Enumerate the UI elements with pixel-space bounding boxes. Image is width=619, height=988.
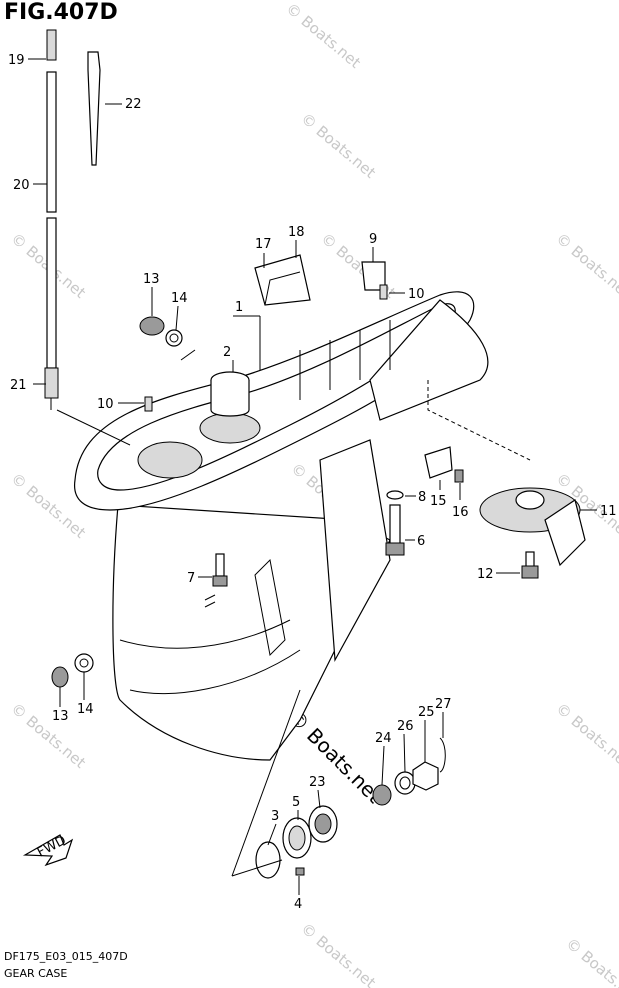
plug-13-lower: [51, 653, 94, 688]
leader-lines: [28, 58, 597, 895]
gear-case: [74, 291, 531, 761]
callout-14b: 14: [77, 702, 94, 717]
watermark-text: © Boats.net: [552, 699, 619, 772]
callout-17: 17: [255, 237, 272, 252]
watermark-text: © Boats.net: [562, 934, 619, 988]
callout-24: 24: [375, 731, 392, 746]
callout-14a: 14: [171, 291, 188, 306]
shift-rod: [44, 29, 59, 410]
callout-1: 1: [235, 300, 243, 315]
fwd-arrow: FWD: [22, 833, 74, 867]
callout-26: 26: [397, 719, 414, 734]
callout-7: 7: [187, 571, 195, 586]
part-9: [361, 261, 388, 300]
bolt-7: [212, 553, 228, 587]
bolt-12: [521, 551, 539, 579]
watermark-text: © Boats.net: [297, 109, 379, 182]
callout-27: 27: [435, 697, 452, 712]
part-17-18: [254, 254, 311, 306]
callout-numbers: 19 22 20 21 10 1 2 17 18 9 10 13 14 8 6 …: [8, 53, 617, 912]
callout-2: 2: [223, 345, 231, 360]
figure-title: FIG.407D: [4, 0, 118, 25]
watermark-text: © Boats.net: [552, 229, 619, 302]
callout-19: 19: [8, 53, 25, 68]
watermark-text: © Boats.net: [282, 0, 364, 72]
callout-3: 3: [271, 809, 279, 824]
callout-10a: 10: [97, 397, 114, 412]
callout-20: 20: [13, 178, 30, 193]
part-15-16: [424, 446, 464, 483]
callout-23: 23: [309, 775, 326, 790]
callout-11: 11: [600, 504, 617, 519]
bolt-6: [385, 490, 405, 556]
callout-13b: 13: [52, 709, 69, 724]
anode-11: [479, 487, 586, 567]
callout-6: 6: [417, 534, 425, 549]
callout-25: 25: [418, 705, 435, 720]
pin-10: [144, 396, 153, 412]
plug-13-upper: [139, 316, 183, 347]
watermark-text: © Boats.net: [297, 919, 379, 988]
bearing-assembly: [231, 689, 338, 879]
callout-13a: 13: [143, 272, 160, 287]
callout-15: 15: [430, 494, 447, 509]
callout-16: 16: [452, 505, 469, 520]
callout-12: 12: [477, 567, 494, 582]
callout-4: 4: [294, 897, 302, 912]
figure-caption: GEAR CASE: [4, 967, 68, 980]
tool-22: [87, 51, 101, 166]
callout-8: 8: [418, 490, 426, 505]
callout-18: 18: [288, 225, 305, 240]
callout-9: 9: [369, 232, 377, 247]
callout-10b: 10: [408, 287, 425, 302]
callout-22: 22: [125, 97, 142, 112]
callout-21: 21: [10, 378, 27, 393]
callout-5: 5: [292, 795, 300, 810]
figure-code: DF175_E03_015_407D: [4, 950, 128, 963]
